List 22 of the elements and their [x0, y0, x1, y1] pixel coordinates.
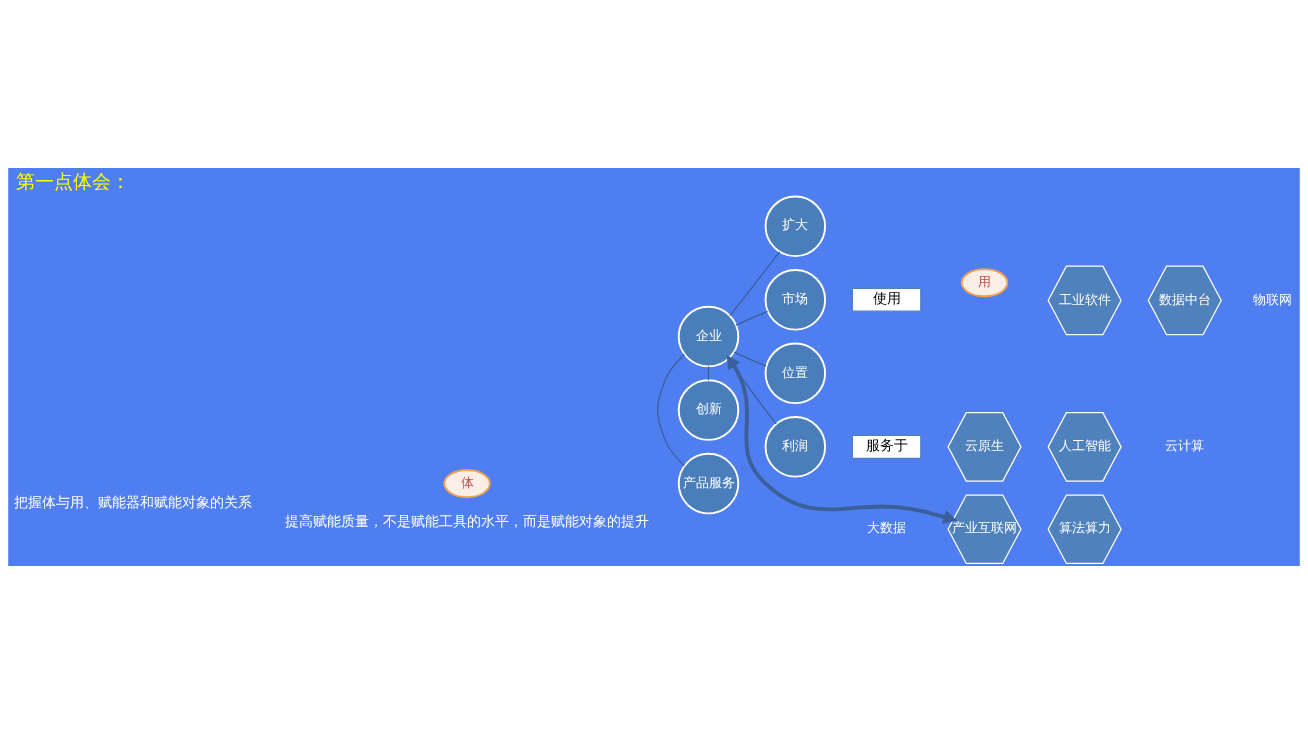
connector [735, 310, 769, 326]
label: 把握体与用、赋能器和赋能对象的关系 [14, 493, 253, 510]
node-circle: 利润 [764, 415, 827, 478]
label: 提高赋能质量，不是赋能工具的水平，而是赋能对象的提升 [285, 512, 650, 529]
node-circle: 企业 [677, 305, 740, 367]
connector [656, 353, 685, 466]
node-circle: 市场 [764, 268, 827, 331]
node-circle: 创新 [677, 378, 740, 441]
connector [729, 250, 781, 316]
node-ellipse: 体 [443, 468, 491, 498]
diagram-title: 第一点体会： [16, 169, 131, 192]
node-circle: 扩大 [764, 195, 827, 257]
label: 大数据 [867, 519, 907, 535]
node-box: 服务于 [851, 434, 922, 459]
node-circle: 产品服务 [677, 452, 740, 514]
node-box: 使用 [851, 287, 922, 312]
node-ellipse: 用 [960, 267, 1009, 297]
arrow [726, 354, 958, 524]
connector [733, 350, 767, 367]
node-circle: 位置 [764, 342, 827, 404]
label: 物联网 [1253, 291, 1293, 307]
label: 云计算 [1165, 437, 1205, 453]
